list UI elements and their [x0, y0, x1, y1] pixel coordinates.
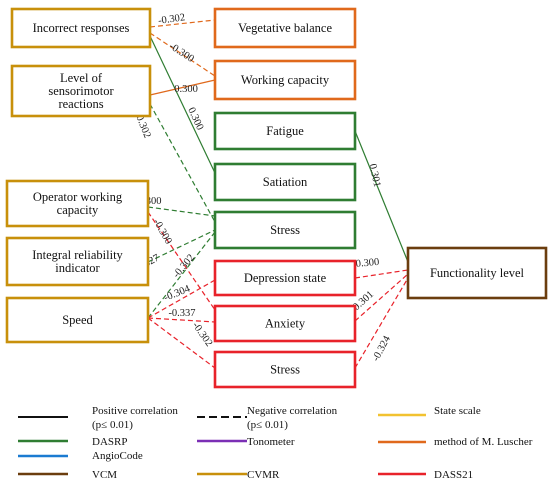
node-vegetative: Vegetative balance — [213, 7, 357, 49]
node-speed: Speed — [5, 296, 150, 344]
edge-label-incorrect-working: -0.300 — [167, 41, 196, 65]
node-box-depression — [213, 259, 357, 297]
node-stress-green: Stress — [213, 210, 357, 250]
edge-label-depression-functionality: -0.300 — [352, 257, 380, 270]
edge-label-level-working: 0.300 — [174, 84, 198, 95]
edge-incorrect-satiation — [149, 35, 216, 174]
node-stress-red: Stress — [213, 350, 357, 389]
legend-label-negative-2: (p≤ 0.01) — [247, 419, 288, 431]
edge-speed-stress_green — [147, 231, 216, 319]
node-box-working — [213, 59, 357, 101]
node-incorrect: Incorrect responses — [10, 7, 152, 49]
node-label-vegetative: Vegetative balance — [238, 21, 332, 35]
node-box-operator — [5, 179, 150, 228]
node-label-level: reactions — [58, 97, 103, 111]
edge-label-incorrect-vegetative: -0.302 — [157, 12, 185, 27]
edge-label-stress_red-functionality: -0.324 — [371, 334, 394, 364]
node-label-anxiety: Anxiety — [265, 317, 306, 331]
node-box-anxiety — [213, 304, 357, 343]
node-label-stress-red: Stress — [270, 363, 300, 377]
edge-incorrect-working — [149, 32, 216, 77]
legend-label-state-scale: State scale — [434, 405, 481, 417]
node-anxiety: Anxiety — [213, 304, 357, 343]
edge-operator-stress_green — [147, 206, 216, 217]
node-label-integral: Integral reliability — [32, 248, 123, 262]
edge-label-operator-anxiety: -0.300 — [151, 217, 174, 246]
edge-operator-anxiety — [147, 211, 216, 311]
node-box-level — [10, 64, 152, 118]
node-label-functionality: Functionality level — [430, 266, 525, 280]
node-label-stress-green: Stress — [270, 223, 300, 237]
edge-integral-stress_green — [147, 229, 216, 263]
node-depression: Depression state — [213, 259, 357, 297]
edge-stress_red-functionality — [354, 277, 409, 369]
node-box-satiation — [213, 162, 357, 202]
edge-label-fatigue-functionality: 0.301 — [367, 163, 383, 188]
node-label-level: Level of — [60, 71, 103, 85]
node-label-operator: Operator working — [33, 190, 123, 204]
node-box-vegetative — [213, 7, 357, 49]
edge-label-speed-stress_red: -0.302 — [190, 320, 215, 349]
legend-label-angiocode: AngioCode — [92, 450, 143, 462]
legend-label-positive-1: Positive correlation — [92, 405, 178, 417]
legend-label-cvmr: CVMR — [247, 469, 280, 481]
node-fatigue: Fatigue — [213, 111, 357, 151]
node-label-speed: Speed — [62, 313, 93, 327]
edge-level-working — [149, 79, 216, 96]
legend: Positive correlation (p≤ 0.01) Negative … — [18, 405, 533, 481]
edge-label-speed-stress_green: -0.302 — [171, 252, 197, 280]
legend-label-negative-1: Negative correlation — [247, 405, 338, 417]
node-label-integral: indicator — [55, 261, 100, 275]
node-label-depression: Depression state — [244, 271, 327, 285]
node-label-incorrect: Incorrect responses — [33, 21, 130, 35]
node-working: Working capacity — [213, 59, 357, 101]
node-box-fatigue — [213, 111, 357, 151]
edge-incorrect-vegetative — [149, 19, 216, 28]
edge-speed-stress_red — [147, 317, 216, 369]
edge-anxiety-functionality — [354, 273, 409, 322]
edge-speed-anxiety — [147, 317, 216, 323]
legend-label-vcm: VCM — [92, 469, 117, 481]
edge-speed-depression — [147, 279, 216, 319]
node-box-integral — [5, 236, 150, 287]
node-functionality: Functionality level — [406, 246, 548, 300]
legend-label-dass21: DASS21 — [434, 469, 473, 481]
node-box-stress-red — [213, 350, 357, 389]
edge-fatigue-functionality — [354, 130, 409, 263]
edge-depression-functionality — [354, 269, 409, 279]
node-box-stress-green — [213, 210, 357, 250]
node-label-working: Working capacity — [241, 73, 330, 87]
node-label-level: sensorimotor — [48, 84, 114, 98]
node-box-incorrect — [10, 7, 152, 49]
node-box-speed — [5, 296, 150, 344]
legend-label-positive-2: (p≤ 0.01) — [92, 419, 133, 431]
legend-label-dasrp: DASRP — [92, 436, 127, 448]
edge-level-stress_green — [149, 103, 216, 223]
node-label-fatigue: Fatigue — [266, 124, 304, 138]
node-satiation: Satiation — [213, 162, 357, 202]
node-box-functionality — [406, 246, 548, 300]
legend-label-luscher: method of M. Luscher — [434, 436, 533, 448]
edge-label-incorrect-satiation: 0.300 — [185, 106, 205, 132]
legend-label-tonometer: Tonometer — [247, 436, 295, 448]
node-label-satiation: Satiation — [263, 175, 308, 189]
edge-label-speed-anxiety: -0.337 — [168, 308, 195, 319]
node-label-operator: capacity — [57, 203, 99, 217]
